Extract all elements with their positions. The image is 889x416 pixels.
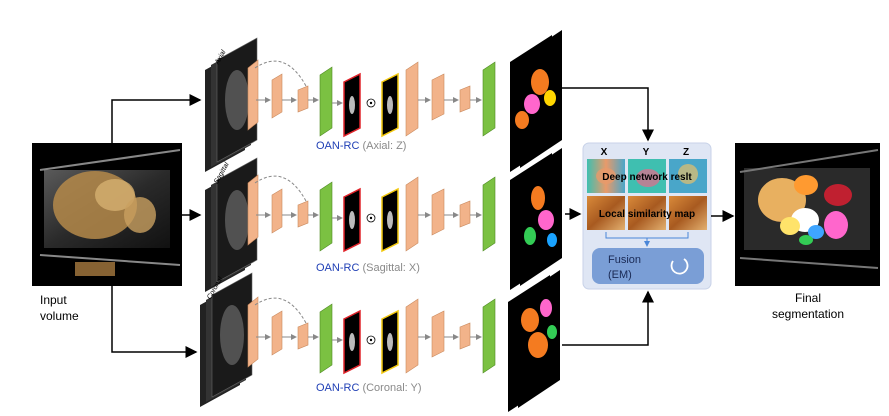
axial-branch-label: OAN-RC (Axial: Z) — [316, 140, 406, 152]
fusion-panel: X Y Z Deep network reslt Local similarit… — [582, 142, 712, 290]
output-label-line2: segmentation — [772, 307, 844, 321]
sagittal-branch-label: OAN-RC (Sagittal: X) — [316, 262, 420, 274]
input-volume-image — [32, 143, 182, 286]
axial-output-masks — [510, 30, 562, 172]
fusion-col-y: Y — [643, 147, 650, 158]
coronal-branch-label: OAN-RC (Coronal: Y) — [316, 382, 422, 394]
iteration-cycle-icon — [670, 258, 689, 275]
coronal-output-masks — [508, 270, 560, 412]
input-connectors — [111, 94, 202, 358]
similarity-label: Local similarity map — [599, 209, 695, 220]
deep-network-result-maps — [587, 159, 707, 193]
output-connectors — [562, 87, 654, 346]
fusion-title-line1: Fusion — [608, 254, 641, 266]
local-similarity-maps — [587, 196, 707, 230]
sagittal-skip-arcs — [254, 175, 482, 221]
coronal-slice-stack: Coronal — [200, 272, 253, 407]
sagittal-output-masks — [510, 148, 562, 290]
axial-encoder — [247, 59, 496, 138]
fusion-merge-lines — [605, 232, 689, 247]
axial-skip-arcs — [254, 60, 482, 106]
branch-sagittal: Sagittal — [205, 148, 562, 292]
axial-slice-stack: Axial — [205, 37, 258, 172]
coronal-skip-arcs — [254, 297, 482, 343]
branch-axial: Axial — [205, 30, 562, 172]
deep-network-label: Deep network reslt — [602, 172, 692, 183]
sagittal-slice-stack: Sagittal — [205, 157, 258, 292]
input-label-line2: volume — [40, 309, 79, 323]
sagittal-encoder — [247, 174, 496, 253]
final-segmentation-image — [735, 143, 880, 286]
fusion-title-line2: (EM) — [608, 269, 632, 281]
coronal-encoder — [247, 296, 496, 375]
fusion-em-box: Fusion (EM) — [592, 248, 704, 284]
input-label-line1: Input — [40, 293, 67, 307]
fusion-col-x: X — [601, 147, 608, 158]
branch-coronal: Coronal — [200, 270, 560, 412]
fusion-col-z: Z — [683, 147, 689, 158]
output-label-line1: Final — [795, 291, 821, 305]
